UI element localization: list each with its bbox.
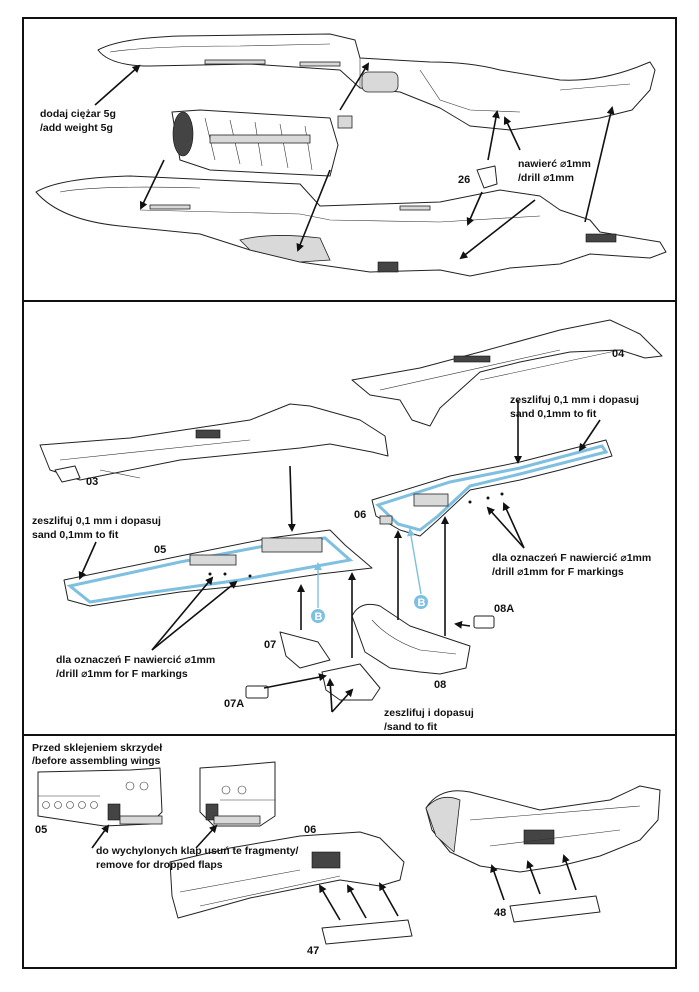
- part-26-label: 26: [458, 174, 470, 186]
- sand-left-pl: zeszlifuj 0,1 mm i dopasuj: [32, 515, 161, 527]
- drill-label-en: /drill ⌀1mm: [518, 172, 574, 184]
- callout-b-left: [311, 609, 325, 623]
- sand-right-en: sand 0,1mm to fit: [510, 408, 597, 420]
- part-06-label: 06: [354, 509, 366, 521]
- part-05-label: 05: [154, 544, 166, 556]
- wing-assembled-48: [425, 785, 661, 873]
- wing-lower-05: [63, 529, 373, 607]
- callout-b-left-label: B: [315, 611, 323, 623]
- flap-48: [509, 895, 601, 923]
- part-08-shape: [351, 603, 471, 675]
- fmark-left-pl: dla oznaczeń F nawiercić ⌀1mm: [56, 654, 215, 666]
- flap-47: [321, 919, 413, 945]
- drill-label-pl: nawierć ⌀1mm: [518, 158, 591, 170]
- before-assembling-en: /before assembling wings: [32, 755, 161, 767]
- before-assembling-pl: Przed sklejeniem skrzydeł: [32, 742, 162, 754]
- flap-part-48-label: 48: [494, 907, 506, 919]
- part-07a-shape: [245, 685, 269, 699]
- fmark-right-en: /drill ⌀1mm for F markings: [492, 566, 624, 578]
- wing-root-06: [199, 761, 276, 827]
- part-08a-shape: [473, 615, 495, 629]
- part-26-shape: [476, 165, 498, 189]
- wing-upper-03: [39, 403, 389, 481]
- sand-right-pl: zeszlifuj 0,1 mm i dopasuj: [510, 394, 639, 406]
- flap-part-06-label: 06: [304, 824, 316, 836]
- flaps-note-pl: do wychylonych klap usuń te fragmenty/: [96, 845, 299, 857]
- callout-b-right: [414, 595, 428, 609]
- sand-fit-en: /sand to fit: [384, 721, 438, 733]
- panel-wings: 03 04 05 06 07 07A 08 08A: [22, 300, 677, 736]
- fmark-left-en: /drill ⌀1mm for F markings: [56, 668, 188, 680]
- wing-center-part: [321, 663, 381, 701]
- part-07-shape: [279, 631, 331, 669]
- flaps-note-en: remove for dropped flaps: [96, 859, 223, 871]
- part-07a-label: 07A: [224, 698, 244, 710]
- wing-upper-04: [351, 319, 663, 427]
- flap-part-05-label: 05: [35, 824, 47, 836]
- part-07-label: 07: [264, 639, 276, 651]
- part-08a-label: 08A: [494, 603, 514, 615]
- add-weight-label-pl: dodaj ciężar 5g: [40, 108, 116, 120]
- panel-flaps-frame: [22, 734, 677, 969]
- fuselage-half-lower: [35, 175, 667, 277]
- sand-left-en: sand 0,1mm to fit: [32, 529, 119, 541]
- part-08-label: 08: [434, 679, 446, 691]
- cockpit-tub: [171, 109, 353, 177]
- add-weight-label-en: /add weight 5g: [40, 122, 113, 134]
- flap-part-47-label: 47: [307, 945, 319, 957]
- part-04-label: 04: [612, 348, 625, 360]
- fmark-right-pl: dla oznaczeń F nawiercić ⌀1mm: [492, 552, 651, 564]
- sand-fit-pl: zeszlifuj i dopasuj: [384, 707, 474, 719]
- callout-b-right-label: B: [418, 597, 426, 609]
- panel-fuselage: 26 dodaj ciężar 5g /add weight 5g nawier…: [22, 17, 677, 302]
- part-03-label: 03: [86, 476, 98, 488]
- panel-flaps: Przed sklejeniem skrzydeł /before assemb…: [22, 734, 677, 969]
- wing-root-05: [37, 767, 163, 827]
